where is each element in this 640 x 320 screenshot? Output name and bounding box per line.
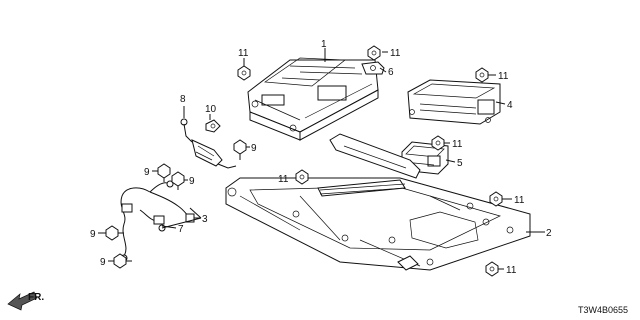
nut-11-icon [431, 135, 445, 151]
callout-9-d: 9 [90, 229, 96, 240]
nut-11-icon [295, 169, 309, 185]
leader-lines [98, 48, 545, 270]
callout-11-g: 11 [506, 265, 517, 276]
callout-2: 2 [546, 228, 552, 239]
bracket [361, 61, 385, 75]
callout-11-c: 11 [498, 71, 509, 82]
bolt-9-icon [113, 253, 132, 269]
nut-11-icon [237, 65, 251, 81]
callout-1: 1 [321, 39, 327, 50]
callout-11-b: 11 [390, 48, 401, 59]
callout-9-e: 9 [100, 257, 106, 268]
bolt-9-icon [233, 139, 247, 160]
wire-harness [120, 180, 195, 262]
callout-9-a: 9 [251, 143, 257, 154]
cable-assembly [180, 118, 237, 169]
callout-9-b: 9 [144, 167, 150, 178]
callout-6: 6 [388, 67, 394, 78]
ecu-module [407, 79, 501, 125]
front-direction-indicator: FR. [7, 291, 44, 311]
callout-11-a: 11 [238, 48, 249, 59]
direction-label: FR. [28, 292, 44, 303]
callout-8: 8 [180, 94, 186, 105]
callout-11-f: 11 [514, 195, 525, 206]
callout-11-d: 11 [452, 139, 463, 150]
nut-11-icon [475, 67, 489, 83]
callout-7: 7 [178, 224, 184, 235]
callout-3: 3 [202, 214, 208, 225]
callout-5: 5 [457, 158, 463, 169]
battery-unit [247, 57, 379, 141]
battery-frame [225, 133, 531, 271]
front-arrow-icon [7, 291, 38, 311]
bolt-9-icon [157, 163, 171, 182]
callout-9-c: 9 [189, 176, 195, 187]
nut-11-icon [489, 191, 503, 207]
callout-10: 10 [205, 104, 217, 115]
callout-4: 4 [507, 100, 513, 111]
bolt-9-icon [105, 225, 124, 241]
diagram-code: T3W4B0655 [578, 305, 628, 315]
nut-11-icon [367, 45, 381, 61]
bolt-9-icon [171, 171, 185, 190]
nut-11-icon [485, 261, 499, 277]
fasteners [105, 45, 503, 277]
callout-11-e: 11 [278, 174, 289, 185]
